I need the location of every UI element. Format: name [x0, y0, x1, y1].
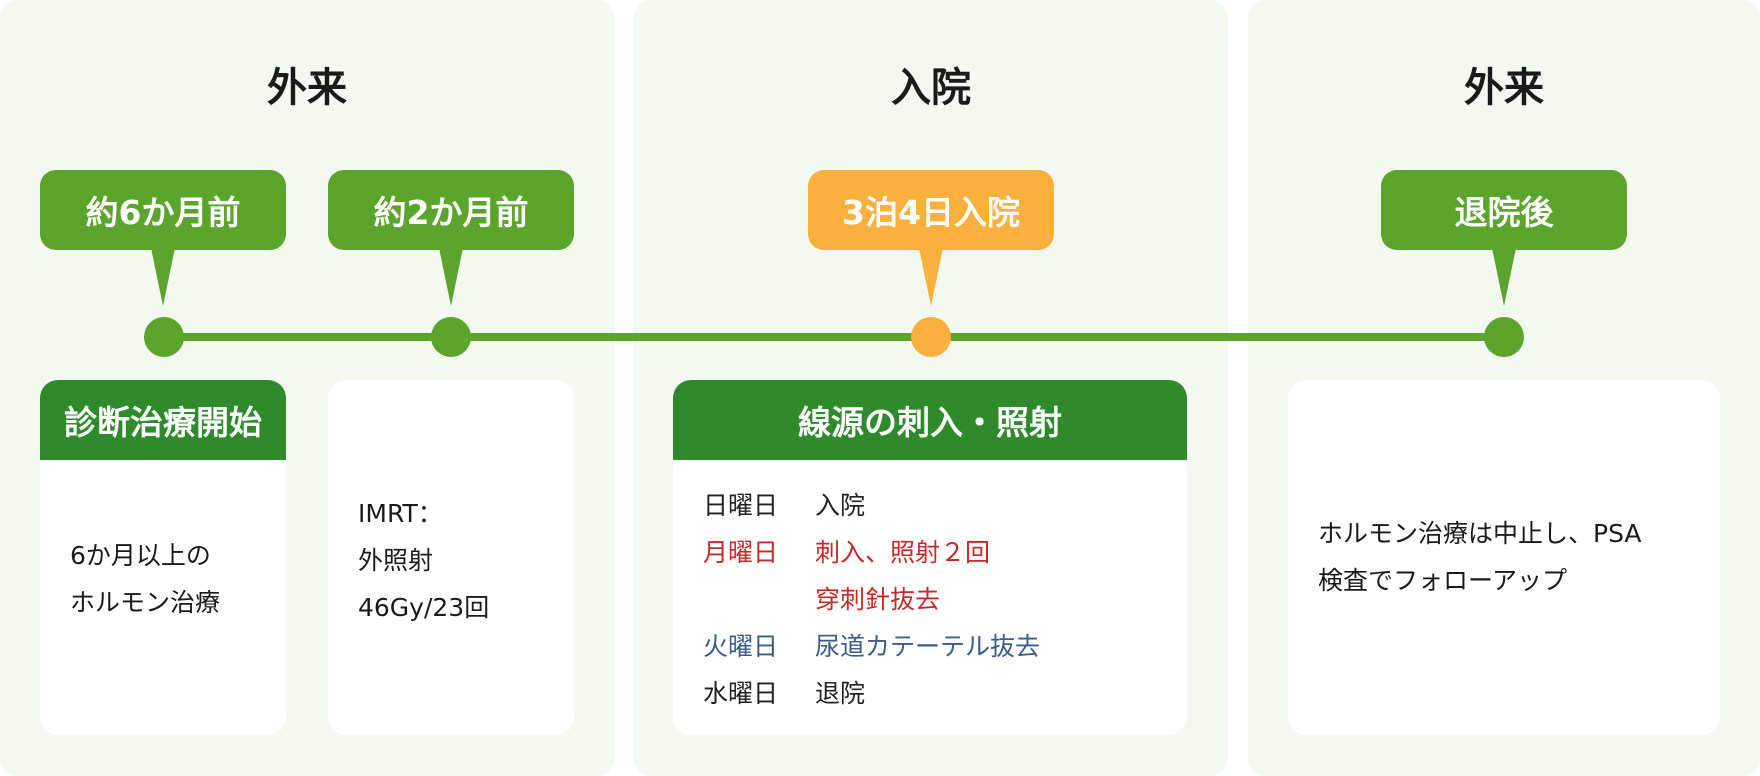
- schedule-event: 刺入、照射２回: [815, 538, 991, 567]
- card-body: 6か月以上の ホルモン治療: [40, 460, 286, 626]
- schedule-day: 火曜日: [703, 632, 779, 661]
- schedule-row: 月曜日 刺入、照射２回: [703, 529, 1187, 576]
- timeline-line: [164, 333, 1504, 341]
- milestone-bubble: 約2か月前: [328, 170, 574, 250]
- phase-title: 外来: [1464, 65, 1544, 111]
- card-line: ホルモン治療: [70, 588, 221, 617]
- schedule-day: 日曜日: [703, 491, 779, 520]
- timeline-dot: [1484, 317, 1524, 357]
- schedule-event: 入院: [815, 491, 866, 520]
- card-line: 外照射: [358, 546, 434, 575]
- card-line: 検査でフォローアップ: [1318, 566, 1568, 595]
- schedule-row: 火曜日 尿道カテーテル抜去: [703, 623, 1187, 670]
- card-line: IMRT：: [358, 499, 443, 528]
- card-line: ホルモン治療は中止し、PSA: [1318, 519, 1642, 548]
- timeline-dot: [911, 317, 951, 357]
- phase-title: 入院: [891, 65, 971, 111]
- schedule-event: 尿道カテーテル抜去: [815, 632, 1041, 661]
- milestone-bubble: 退院後: [1381, 170, 1627, 250]
- followup-card: ホルモン治療は中止し、PSA 検査でフォローアップ: [1288, 380, 1720, 735]
- schedule-row: 水曜日 退院: [703, 670, 1187, 717]
- milestone-bubble: 約6か月前: [40, 170, 286, 250]
- card-body: IMRT： 外照射 46Gy/23回: [328, 380, 574, 631]
- diagnosis-card: 診断治療開始 6か月以上の ホルモン治療: [40, 380, 286, 735]
- milestone-bubble: 3泊4日入院: [808, 170, 1054, 250]
- schedule-row: 日曜日 入院: [703, 482, 1187, 529]
- timeline-dot: [144, 317, 184, 357]
- schedule-list: 日曜日 入院 月曜日 刺入、照射２回 穿刺針抜去 火曜日 尿道カテーテル抜去 水…: [673, 460, 1187, 717]
- implant-card: 線源の刺入・照射 日曜日 入院 月曜日 刺入、照射２回 穿刺針抜去 火曜日 尿道…: [673, 380, 1187, 735]
- schedule-event: 退院: [815, 679, 866, 708]
- schedule-day: 水曜日: [703, 679, 779, 708]
- schedule-event: 穿刺針抜去: [815, 585, 941, 614]
- card-line: 46Gy/23回: [358, 593, 490, 622]
- imrt-card: IMRT： 外照射 46Gy/23回: [328, 380, 574, 735]
- schedule-day: [703, 576, 815, 623]
- card-header: 線源の刺入・照射: [673, 380, 1187, 460]
- card-line: 6か月以上の: [70, 541, 211, 570]
- card-body: ホルモン治療は中止し、PSA 検査でフォローアップ: [1288, 380, 1720, 604]
- timeline-dot: [431, 317, 471, 357]
- card-header: 診断治療開始: [40, 380, 286, 460]
- phase-title: 外来: [267, 65, 347, 111]
- schedule-row: 穿刺針抜去: [703, 576, 1187, 623]
- schedule-day: 月曜日: [703, 538, 779, 567]
